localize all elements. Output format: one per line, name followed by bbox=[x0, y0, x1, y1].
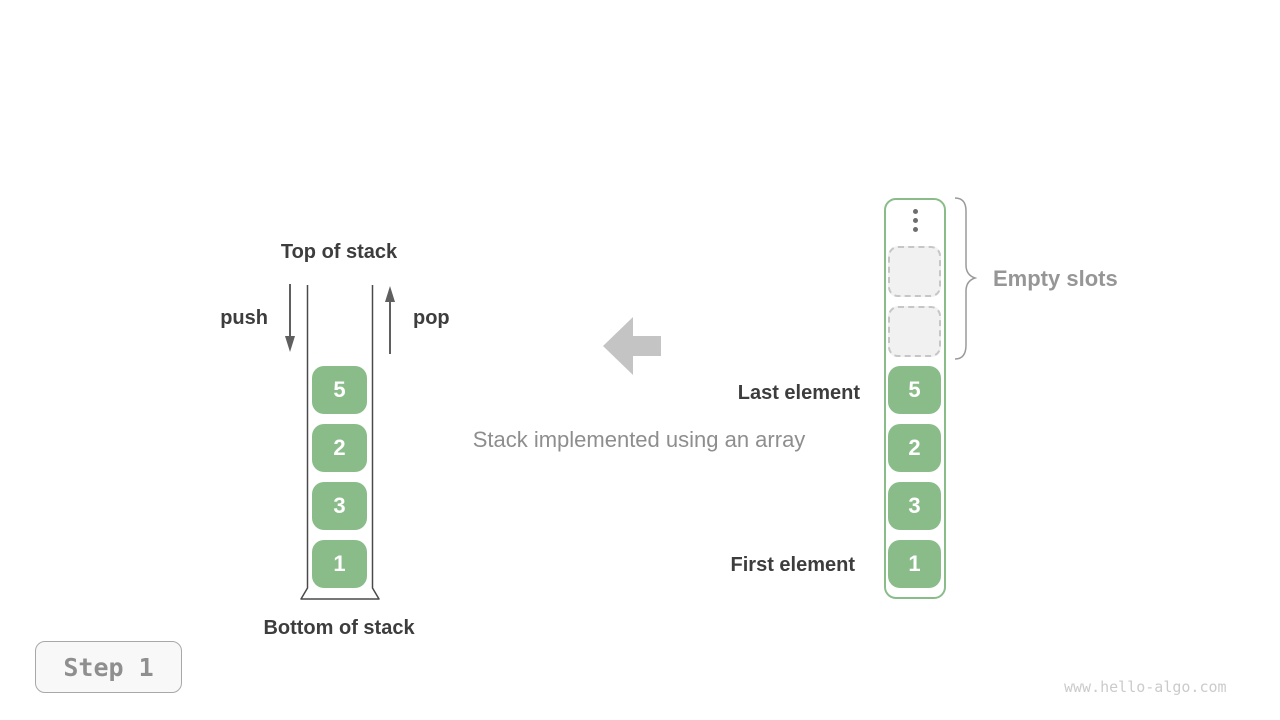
dot bbox=[912, 227, 918, 232]
bottom-of-stack-label: Bottom of stack bbox=[263, 617, 415, 639]
dot bbox=[912, 209, 918, 214]
array-element: 1 bbox=[888, 540, 941, 588]
curly-brace-icon bbox=[954, 197, 978, 360]
watermark: www.hello-algo.com bbox=[1064, 678, 1227, 696]
step-badge: Step 1 bbox=[35, 641, 182, 693]
first-element-label: First element bbox=[730, 554, 855, 576]
pop-label: pop bbox=[413, 307, 450, 329]
vertical-ellipsis-icon bbox=[886, 209, 944, 232]
array-element: 2 bbox=[888, 424, 941, 472]
empty-slots-label: Empty slots bbox=[993, 266, 1118, 291]
empty-slot bbox=[888, 246, 941, 297]
array-element: 5 bbox=[888, 366, 941, 414]
diagram-caption: Stack implemented using an array bbox=[472, 427, 806, 452]
stack-element: 1 bbox=[312, 540, 367, 588]
top-of-stack-label: Top of stack bbox=[280, 241, 398, 263]
stack-element: 5 bbox=[312, 366, 367, 414]
stack-element: 3 bbox=[312, 482, 367, 530]
array-container: 5 2 3 1 bbox=[884, 198, 946, 599]
array-element: 3 bbox=[888, 482, 941, 530]
push-label: push bbox=[220, 307, 268, 329]
pop-up-arrow-icon bbox=[385, 286, 395, 354]
push-down-arrow-icon bbox=[285, 284, 295, 352]
stack-container-outline bbox=[300, 285, 380, 600]
stack-element: 2 bbox=[312, 424, 367, 472]
dot bbox=[912, 218, 918, 223]
empty-slot bbox=[888, 306, 941, 357]
left-arrow-icon bbox=[603, 317, 661, 375]
last-element-label: Last element bbox=[737, 382, 860, 404]
